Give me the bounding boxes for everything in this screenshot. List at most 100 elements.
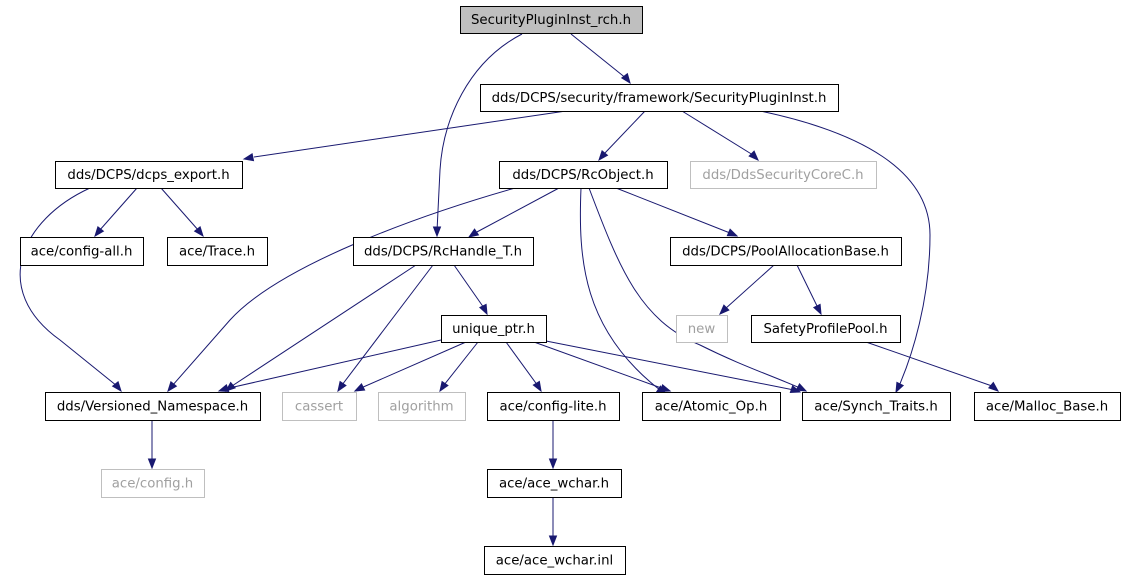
node-rcobject[interactable]: dds/DCPS/RcObject.h <box>499 161 668 189</box>
edge-spi-to-dcps_export <box>242 110 567 162</box>
arrowhead-icon <box>789 384 802 394</box>
node-synch[interactable]: ace/Synch_Traits.h <box>802 392 951 421</box>
node-box[interactable] <box>670 237 902 266</box>
node-box[interactable] <box>441 315 547 343</box>
edge-line <box>570 33 628 80</box>
node-pool[interactable]: dds/DCPS/PoolAllocationBase.h <box>670 237 902 266</box>
node-label: dds/DdsSecurityCoreC.h <box>702 168 863 183</box>
node-box[interactable] <box>55 161 243 189</box>
node-box[interactable] <box>101 469 205 498</box>
node-malloc[interactable]: ace/Malloc_Base.h <box>974 392 1121 421</box>
edge-line <box>579 187 661 391</box>
node-box[interactable] <box>802 392 951 421</box>
node-box[interactable] <box>282 392 357 421</box>
edge-pool-to-safety <box>796 264 822 316</box>
edge-rchandle-to-cassert <box>337 264 434 393</box>
node-new[interactable]: new <box>676 315 728 343</box>
arrowhead-icon <box>193 225 204 238</box>
arrowhead-icon <box>478 303 488 316</box>
edge-line <box>588 187 801 389</box>
arrowhead-icon <box>548 535 558 547</box>
node-box[interactable] <box>167 237 268 266</box>
edge-line <box>160 187 200 232</box>
node-trace[interactable]: ace/Trace.h <box>167 237 268 266</box>
node-wchar_h[interactable]: ace/ace_wchar.h <box>487 469 622 498</box>
node-root[interactable]: SecurityPluginInst_rch.h <box>460 6 643 34</box>
node-label: ace/Atomic_Op.h <box>655 400 768 415</box>
edge-line <box>545 340 795 391</box>
edge-line <box>253 110 567 158</box>
node-label: new <box>688 322 716 337</box>
node-box[interactable] <box>20 237 144 266</box>
edge-rcobject-to-pool <box>615 187 739 237</box>
node-box[interactable] <box>974 392 1121 421</box>
edge-unique-to-cassert <box>353 341 467 392</box>
edge-spi-to-ddssec <box>681 110 759 161</box>
node-box[interactable] <box>487 469 622 498</box>
edge-line <box>231 264 417 387</box>
node-label: dds/DCPS/security/framework/SecurityPlug… <box>492 91 827 106</box>
edge-line <box>474 187 560 234</box>
edge-unique-to-config_lite <box>505 341 542 393</box>
edge-dcps_export-to-config_all <box>94 187 138 238</box>
node-ddssec[interactable]: dds/DdsSecurityCoreC.h <box>690 161 877 189</box>
node-config[interactable]: ace/config.h <box>101 469 205 498</box>
node-label: unique_ptr.h <box>452 322 535 337</box>
edge-spi-to-rcobject <box>598 110 646 162</box>
edge-versioned-to-config <box>147 420 157 470</box>
edge-line <box>436 33 523 232</box>
edge-line <box>453 264 485 309</box>
node-box[interactable] <box>690 161 877 189</box>
arrowhead-icon <box>795 382 808 392</box>
node-box[interactable] <box>45 392 261 421</box>
node-safety[interactable]: SafetyProfilePool.h <box>751 315 901 343</box>
arrowhead-icon <box>532 380 542 393</box>
node-wchar_inl[interactable]: ace/ace_wchar.inl <box>484 546 626 575</box>
node-versioned[interactable]: dds/Versioned_Namespace.h <box>45 392 261 421</box>
node-box[interactable] <box>499 161 668 189</box>
node-box[interactable] <box>460 6 643 34</box>
node-label: ace/Synch_Traits.h <box>814 400 938 415</box>
node-box[interactable] <box>484 546 626 575</box>
arrowhead-icon <box>548 458 558 470</box>
arrowhead-icon <box>467 228 480 238</box>
edge-spi-to-synch <box>759 110 931 394</box>
arrowhead-icon <box>748 150 759 161</box>
edge-line <box>681 110 754 156</box>
edge-rcobject-to-versioned <box>167 187 516 393</box>
node-box[interactable] <box>353 237 534 266</box>
edge-line <box>505 341 539 387</box>
node-box[interactable] <box>480 84 839 112</box>
node-config_all[interactable]: ace/config-all.h <box>20 237 144 266</box>
node-label: ace/config-all.h <box>31 245 133 260</box>
node-box[interactable] <box>676 315 728 343</box>
node-algorithm[interactable]: algorithm <box>378 392 466 421</box>
node-spi[interactable]: dds/DCPS/security/framework/SecurityPlug… <box>480 84 839 112</box>
node-dcps_export[interactable]: dds/DCPS/dcps_export.h <box>55 161 243 189</box>
arrowhead-icon <box>432 226 442 238</box>
arrowhead-icon <box>895 381 905 394</box>
edge-line <box>724 264 775 310</box>
node-rchandle[interactable]: dds/DCPS/RcHandle_T.h <box>353 237 534 266</box>
node-label: dds/DCPS/dcps_export.h <box>67 168 229 183</box>
edge-line <box>759 110 931 387</box>
arrowhead-icon <box>812 303 822 316</box>
node-box[interactable] <box>642 392 781 421</box>
node-box[interactable] <box>751 315 901 343</box>
node-config_lite[interactable]: ace/config-lite.h <box>487 392 620 421</box>
node-box[interactable] <box>487 392 620 421</box>
edge-rcobject-to-rchandle <box>467 187 560 238</box>
node-label: dds/DCPS/RcHandle_T.h <box>364 245 522 260</box>
arrowhead-icon <box>337 380 347 393</box>
node-unique[interactable]: unique_ptr.h <box>441 315 547 343</box>
arrowhead-icon <box>598 149 609 162</box>
node-box[interactable] <box>378 392 466 421</box>
arrowhead-icon <box>620 72 631 85</box>
node-label: dds/DCPS/RcObject.h <box>512 168 653 183</box>
node-cassert[interactable]: cassert <box>282 392 357 421</box>
edge-line <box>533 341 665 390</box>
edge-config_lite-to-wchar_h <box>548 420 558 470</box>
edge-dcps_export-to-trace <box>160 187 204 238</box>
edge-line <box>603 110 646 155</box>
node-atomic[interactable]: ace/Atomic_Op.h <box>642 392 781 421</box>
